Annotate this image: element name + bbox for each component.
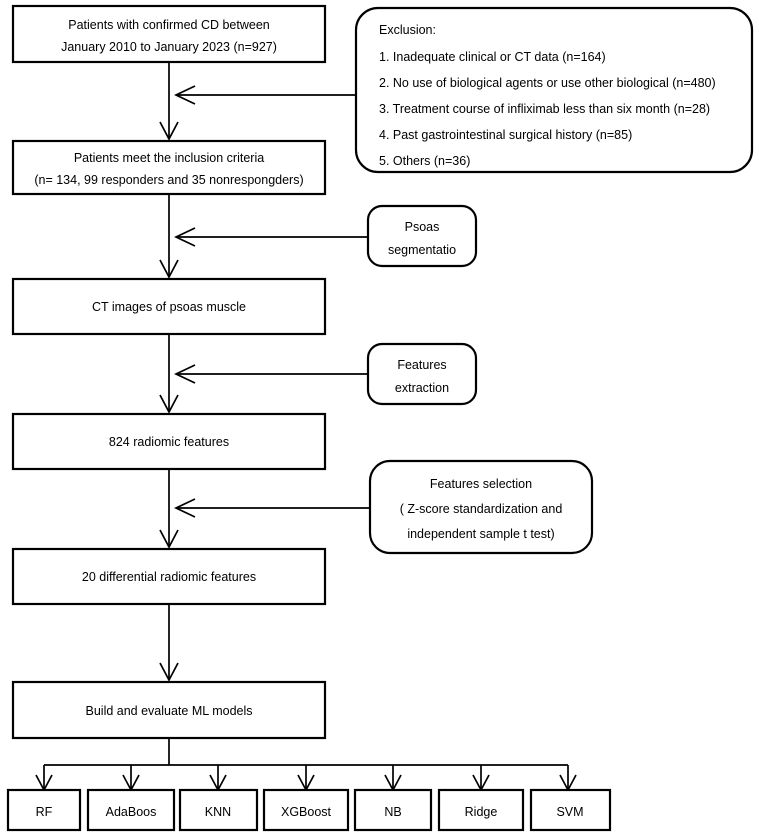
exclusion-item-4: 4. Past gastrointestinal surgical histor… (379, 128, 632, 142)
features-extraction-line-2: extraction (395, 381, 449, 395)
node-model-xgboost: XGBoost (262, 788, 350, 832)
connector-radiomic-to-differential (159, 469, 179, 549)
model-knn-label: KNN (205, 805, 231, 819)
differential-features-line-1: 20 differential radiomic features (82, 570, 256, 584)
model-rf-box (6, 788, 82, 832)
features-selection-line-3: independent sample t test) (407, 527, 554, 541)
node-differential-features: 20 differential radiomic features (11, 547, 327, 606)
node-model-nb: NB (353, 788, 433, 832)
inclusion-box (11, 139, 327, 196)
node-exclusion: Exclusion: 1. Inadequate clinical or CT … (354, 6, 754, 174)
exclusion-item-2: 2. No use of biological agents or use ot… (379, 76, 716, 90)
connector-extraction-to-spine (174, 364, 368, 384)
features-extraction-line-1: Features (397, 358, 446, 372)
radiomic-features-line-1: 824 radiomic features (109, 435, 229, 449)
connector-ct-to-radiomic (159, 334, 179, 414)
inclusion-line-2: (n= 134, 99 responders and 35 nonrespong… (34, 173, 303, 187)
model-nb-label: NB (384, 805, 401, 819)
node-model-svm: SVM (529, 788, 612, 832)
ct-images-line-1: CT images of psoas muscle (92, 300, 246, 314)
features-selection-box (368, 459, 594, 555)
cohort-line-1: Patients with confirmed CD between (68, 18, 270, 32)
psoas-segmentation-box (366, 204, 478, 268)
node-features-extraction: Features extraction (366, 342, 478, 406)
build-models-line-1: Build and evaluate ML models (86, 704, 253, 718)
model-nb-box (353, 788, 433, 832)
node-model-knn: KNN (178, 788, 259, 832)
node-cohort: Patients with confirmed CD between Janua… (11, 4, 327, 64)
model-svm-box (529, 788, 612, 832)
connector-selection-to-spine (174, 498, 370, 518)
exclusion-heading: Exclusion: (379, 23, 436, 37)
node-ct-images: CT images of psoas muscle (11, 277, 327, 336)
inclusion-line-1: Patients meet the inclusion criteria (74, 151, 264, 165)
exclusion-box (354, 6, 754, 174)
model-adaboos-box (86, 788, 176, 832)
connector-differential-to-build (159, 604, 179, 682)
model-ridge-box (437, 788, 525, 832)
node-radiomic-features: 824 radiomic features (11, 412, 327, 471)
model-adaboos-label: AdaBoos (106, 805, 157, 819)
node-build-models: Build and evaluate ML models (11, 680, 327, 740)
connector-build-to-models (35, 738, 577, 792)
exclusion-item-5: 5. Others (n=36) (379, 154, 470, 168)
features-selection-line-2: ( Z-score standardization and (400, 502, 563, 516)
model-svm-label: SVM (556, 805, 583, 819)
psoas-segmentation-line-1: Psoas (405, 220, 440, 234)
features-selection-line-1: Features selection (430, 477, 532, 491)
model-ridge-label: Ridge (465, 805, 498, 819)
build-models-box (11, 680, 327, 740)
radiomic-features-box (11, 412, 327, 471)
model-knn-box (178, 788, 259, 832)
exclusion-item-1: 1. Inadequate clinical or CT data (n=164… (379, 50, 606, 64)
model-xgboost-label: XGBoost (281, 805, 332, 819)
exclusion-item-3: 3. Treatment course of infliximab less t… (379, 102, 710, 116)
features-extraction-box (366, 342, 478, 406)
psoas-segmentation-line-2: segmentatio (388, 243, 456, 257)
cohort-box (11, 4, 327, 64)
model-xgboost-box (262, 788, 350, 832)
connector-inclusion-to-ct (159, 194, 179, 279)
node-psoas-segmentation: Psoas segmentatio (366, 204, 478, 268)
connector-psoas-to-spine (174, 227, 368, 247)
model-rf-label: RF (36, 805, 53, 819)
node-model-rf: RF (6, 788, 82, 832)
connector-exclusion-to-spine (174, 85, 356, 105)
node-features-selection: Features selection ( Z-score standardiza… (368, 459, 594, 555)
node-model-adaboos: AdaBoos (86, 788, 176, 832)
node-inclusion: Patients meet the inclusion criteria (n=… (11, 139, 327, 196)
connector-cohort-to-inclusion (159, 62, 179, 141)
node-model-ridge: Ridge (437, 788, 525, 832)
cohort-line-2: January 2010 to January 2023 (n=927) (61, 40, 277, 54)
